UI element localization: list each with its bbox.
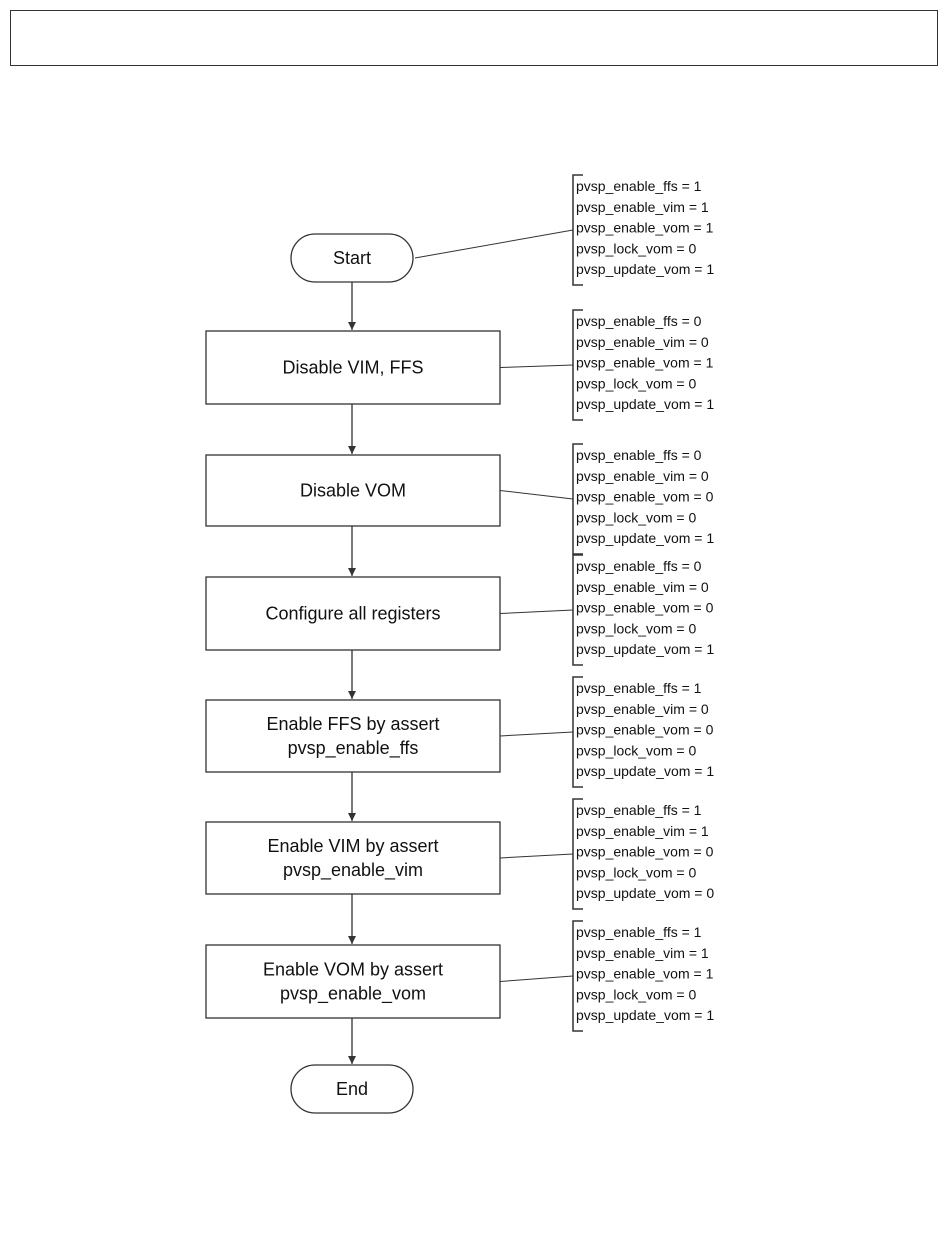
node-label: End	[336, 1079, 368, 1099]
annotation-line: pvsp_enable_vom = 0	[576, 600, 714, 616]
annotation-line: pvsp_enable_vim = 1	[576, 823, 709, 839]
node-label: Disable VIM, FFS	[282, 358, 423, 378]
annotation-line: pvsp_enable_vom = 1	[576, 966, 714, 982]
node-label: Enable VOM by assert	[263, 960, 443, 980]
annotation-bracket	[572, 920, 583, 1032]
annotation-line: pvsp_enable_vim = 0	[576, 468, 709, 484]
annotation-line: pvsp_enable_ffs = 1	[576, 924, 702, 940]
annotation-connector	[414, 229, 574, 259]
node-disable-vim-ffs: Disable VIM, FFS	[205, 330, 501, 405]
process-box	[205, 454, 501, 527]
node-label: Disable VOM	[300, 481, 406, 501]
annotation-bracket	[572, 174, 583, 286]
process-box	[205, 576, 501, 651]
annotation-disable-vim-ffs: pvsp_enable_ffs = 0 pvsp_enable_vim = 0 pv…	[499, 309, 714, 421]
annotation-line: pvsp_enable_vom = 1	[576, 355, 714, 371]
annotation-connector	[499, 853, 574, 859]
node-label: Enable FFS by assert	[266, 714, 439, 734]
annotation-line: pvsp_enable_ffs = 0	[576, 447, 702, 463]
process-box	[205, 821, 501, 895]
annotation-line: pvsp_enable_vom = 0	[576, 489, 714, 505]
annotation-line: pvsp_update_vom = 1	[576, 530, 714, 546]
annotation-bracket	[572, 676, 583, 788]
annotation-connector	[499, 975, 574, 982]
annotation-line: pvsp_enable_ffs = 1	[576, 178, 702, 194]
annotation-line: pvsp_enable_ffs = 0	[576, 313, 702, 329]
annotation-line: pvsp_lock_vom = 0	[576, 509, 696, 525]
node-label: Configure all registers	[265, 604, 440, 624]
annotation-disable-vom: pvsp_enable_ffs = 0 pvsp_enable_vim = 0 pv…	[499, 443, 714, 555]
annotation-line: pvsp_enable_ffs = 0	[576, 558, 702, 574]
annotation-enable-ffs: pvsp_enable_ffs = 1 pvsp_enable_vim = 0 pv…	[499, 676, 714, 788]
annotation-line: pvsp_lock_vom = 0	[576, 620, 696, 636]
annotation-line: pvsp_enable_vom = 0	[576, 722, 714, 738]
terminator-shape	[290, 233, 414, 283]
annotation-line: pvsp_lock_vom = 0	[576, 864, 696, 880]
annotation-line: pvsp_update_vom = 1	[576, 396, 714, 412]
annotation-line: pvsp_enable_vom = 0	[576, 844, 714, 860]
annotation-line: pvsp_update_vom = 1	[576, 1007, 714, 1023]
annotation-enable-vom: pvsp_enable_ffs = 1 pvsp_enable_vim = 1 pv…	[499, 920, 714, 1032]
annotation-enable-vim: pvsp_enable_ffs = 1 pvsp_enable_vim = 1 pv…	[499, 798, 714, 910]
annotation-connector	[499, 731, 574, 737]
annotation-configure-registers: pvsp_enable_ffs = 0 pvsp_enable_vim = 0 pv…	[499, 554, 714, 666]
process-box	[205, 699, 501, 773]
annotation-connector	[499, 609, 574, 614]
annotation-line: pvsp_update_vom = 1	[576, 641, 714, 657]
annotation-line: pvsp_update_vom = 1	[576, 261, 714, 277]
annotation-bracket	[572, 798, 583, 910]
annotation-line: pvsp_enable_ffs = 1	[576, 680, 702, 696]
node-label: pvsp_enable_vom	[280, 984, 426, 1005]
annotation-line: pvsp_lock_vom = 0	[576, 986, 696, 1002]
node-label: Enable VIM by assert	[267, 836, 438, 856]
annotation-line: pvsp_enable_vim = 0	[576, 701, 709, 717]
node-start: Start	[290, 233, 414, 283]
node-configure-registers: Configure all registers	[205, 576, 501, 651]
annotation-bracket	[572, 554, 583, 666]
annotation-connector	[499, 490, 574, 500]
annotation-bracket	[572, 443, 583, 555]
annotation-line: pvsp_enable_ffs = 1	[576, 802, 702, 818]
annotation-line: pvsp_lock_vom = 0	[576, 240, 696, 256]
node-label: pvsp_enable_ffs	[288, 738, 419, 759]
annotation-line: pvsp_enable_vim = 1	[576, 945, 709, 961]
annotation-line: pvsp_enable_vim = 1	[576, 199, 709, 215]
annotation-line: pvsp_enable_vim = 0	[576, 334, 709, 350]
process-box	[205, 944, 501, 1019]
header-box	[10, 10, 938, 66]
process-box	[205, 330, 501, 405]
annotation-line: pvsp_update_vom = 1	[576, 763, 714, 779]
node-enable-ffs: Enable FFS by assert pvsp_enable_ffs	[205, 699, 501, 773]
annotation-line: pvsp_enable_vom = 1	[576, 220, 714, 236]
annotation-bracket	[572, 309, 583, 421]
node-end: End	[290, 1064, 414, 1114]
annotation-line: pvsp_lock_vom = 0	[576, 375, 696, 391]
annotation-connector	[499, 364, 574, 368]
annotation-line: pvsp_lock_vom = 0	[576, 742, 696, 758]
node-disable-vom: Disable VOM	[205, 454, 501, 527]
node-label: Start	[333, 248, 371, 268]
annotation-line: pvsp_enable_vim = 0	[576, 579, 709, 595]
node-label: pvsp_enable_vim	[283, 860, 423, 881]
annotation-line: pvsp_update_vom = 0	[576, 885, 714, 901]
node-enable-vim: Enable VIM by assert pvsp_enable_vim	[205, 821, 501, 895]
node-enable-vom: Enable VOM by assert pvsp_enable_vom	[205, 944, 501, 1019]
annotation-start: pvsp_enable_ffs = 1 pvsp_enable_vim = 1 pv…	[414, 174, 714, 286]
terminator-shape	[290, 1064, 414, 1114]
